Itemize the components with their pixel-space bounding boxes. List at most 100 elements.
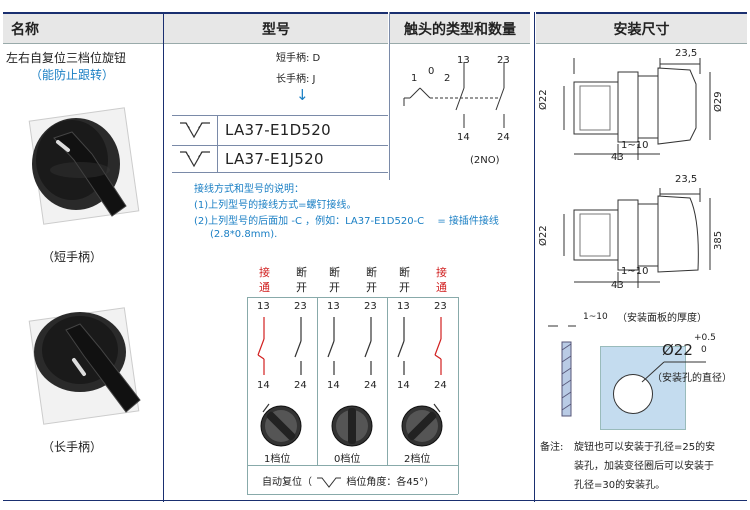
- knob-position-1-icon: [260, 403, 302, 447]
- table-terminal-bottom-4: 14: [397, 380, 410, 391]
- col-divider-3: [534, 12, 535, 502]
- terminal-24: 24: [497, 132, 510, 143]
- hole-tol-lower: 0: [701, 345, 707, 355]
- position-caption-0: 0档位: [334, 454, 361, 465]
- dim-panel-short: 1~10: [621, 140, 649, 151]
- table-div-2: [387, 297, 388, 465]
- switch-head-5-a: 接: [436, 266, 447, 279]
- bottom-rule: [3, 500, 747, 501]
- table-footer-rule: [247, 465, 458, 466]
- dim-depth-long: 23,5: [675, 174, 698, 185]
- panel-thickness: 1~10: [583, 312, 608, 322]
- terminal-23: 23: [497, 55, 510, 66]
- hole-diameter: Ø22: [662, 341, 693, 359]
- knob-photo-long: [28, 307, 141, 425]
- header-mount: 安装尺寸: [536, 12, 747, 44]
- position-label-2: 2: [444, 73, 451, 84]
- hole-tol-upper: +0.5: [694, 333, 716, 343]
- knob-photo-short: [28, 107, 140, 225]
- down-arrow-icon: ↓: [296, 86, 309, 104]
- dim-height-long: 385: [713, 230, 724, 250]
- switch-head-1-a: 断: [296, 266, 307, 279]
- header-contacts-label: 触头的类型和数量: [404, 21, 516, 38]
- header-contacts: 触头的类型和数量: [390, 12, 530, 44]
- selector-symbol-icon: [317, 477, 342, 488]
- dim-panel-long: 1~10: [621, 266, 649, 277]
- model-rule-3: [172, 172, 388, 173]
- model-number-2: LA37-E1J520: [225, 150, 324, 168]
- table-terminal-top-3: 23: [364, 301, 377, 312]
- mounting-hole: [613, 374, 653, 414]
- header-name-label: 名称: [11, 21, 39, 38]
- table-footer-text-2: 档位角度：各45°): [346, 477, 429, 488]
- table-right-rule: [458, 297, 459, 494]
- table-terminal-bottom-2: 14: [327, 380, 340, 391]
- table-left-rule: [247, 297, 248, 494]
- dim-dia-22-short: Ø22: [538, 89, 549, 110]
- knob-position-2-icon: [401, 403, 443, 447]
- switch-head-2-b: 开: [329, 281, 340, 294]
- notes-title: 接线方式和型号的说明：: [194, 184, 304, 195]
- header-model-label: 型号: [262, 21, 290, 38]
- table-terminal-top-4: 13: [397, 301, 410, 312]
- product-desc-note: （能防止跟转）: [30, 68, 115, 82]
- panel-thickness-note: （安装面板的厚度）: [617, 313, 707, 324]
- caption-long: （长手柄）: [42, 440, 103, 454]
- hole-note: （安装孔的直径）: [652, 373, 732, 384]
- note-1: (1)上列型号的接线方式=螺钉接线。: [194, 200, 357, 211]
- terminal-13: 13: [457, 55, 470, 66]
- table-bottom-rule: [247, 494, 458, 495]
- switch-head-2-a: 断: [329, 266, 340, 279]
- remark-line-1: 旋钮也可以安装于孔径=25的安: [574, 442, 716, 453]
- table-footer-text: 自动复位（: [262, 477, 312, 488]
- switch-head-4-a: 断: [399, 266, 410, 279]
- position-label-1: 1: [411, 73, 418, 84]
- dim-depth-short: 23,5: [675, 48, 698, 59]
- position-label-0: 0: [428, 66, 435, 77]
- remark-line-2: 装孔，加装变径圈后可以安装于: [574, 461, 714, 472]
- table-terminal-bottom-1: 24: [294, 380, 307, 391]
- table-div-1: [317, 297, 318, 465]
- model-rule-2: [172, 145, 388, 146]
- caption-short: （短手柄）: [42, 250, 103, 264]
- short-handle-code: 短手柄: D: [276, 53, 321, 64]
- dim-dia-22-long: Ø22: [538, 225, 549, 246]
- table-footer: 自动复位（ 档位角度：各45°): [262, 473, 428, 488]
- mount-drawing-short: [563, 58, 711, 160]
- header-model: 型号: [164, 12, 388, 44]
- model-icon-divider: [217, 115, 218, 172]
- remark-line-3: 孔径=30的安装孔。: [574, 480, 666, 491]
- switch-head-5-b: 通: [436, 281, 447, 294]
- switch-head-3-b: 开: [366, 281, 377, 294]
- note-3: (2.8*0.8mm).: [210, 229, 278, 240]
- switch-head-4-b: 开: [399, 281, 410, 294]
- note-2: (2)上列型号的后面加 -C ，例如：LA37-E1D520-C = 接插件接线: [194, 216, 499, 227]
- remark-label: 备注:: [540, 442, 564, 453]
- terminal-14: 14: [457, 132, 470, 143]
- header-name: 名称: [3, 12, 170, 44]
- position-caption-2: 2档位: [404, 454, 431, 465]
- table-terminal-bottom-3: 24: [364, 380, 377, 391]
- switch-head-0-a: 接: [259, 266, 270, 279]
- table-top-rule: [247, 297, 458, 298]
- long-handle-code: 长手柄: J: [276, 74, 316, 85]
- dim-dia-29: Ø29: [713, 91, 724, 112]
- switch-head-1-b: 开: [296, 281, 307, 294]
- table-terminal-top-5: 23: [434, 301, 447, 312]
- col-divider-2: [389, 12, 390, 180]
- mount-drawing-long: [563, 188, 711, 288]
- contact-type: (2NO): [470, 155, 500, 166]
- hole-leader: [641, 361, 706, 383]
- col-divider-1: [163, 12, 164, 502]
- table-terminal-top-0: 13: [257, 301, 270, 312]
- panel-section-icon: [548, 325, 576, 417]
- model-rule-1: [172, 115, 388, 116]
- selector-symbol-icon: [180, 151, 210, 168]
- selector-symbol-icon: [180, 122, 210, 139]
- product-desc: 左右自复位三档位旋钮: [6, 51, 127, 65]
- knob-position-0-icon: [331, 405, 373, 447]
- contact-states: [257, 317, 442, 375]
- header-mount-label: 安装尺寸: [613, 21, 670, 38]
- table-terminal-top-1: 23: [294, 301, 307, 312]
- dim-length-long: 43: [611, 280, 624, 291]
